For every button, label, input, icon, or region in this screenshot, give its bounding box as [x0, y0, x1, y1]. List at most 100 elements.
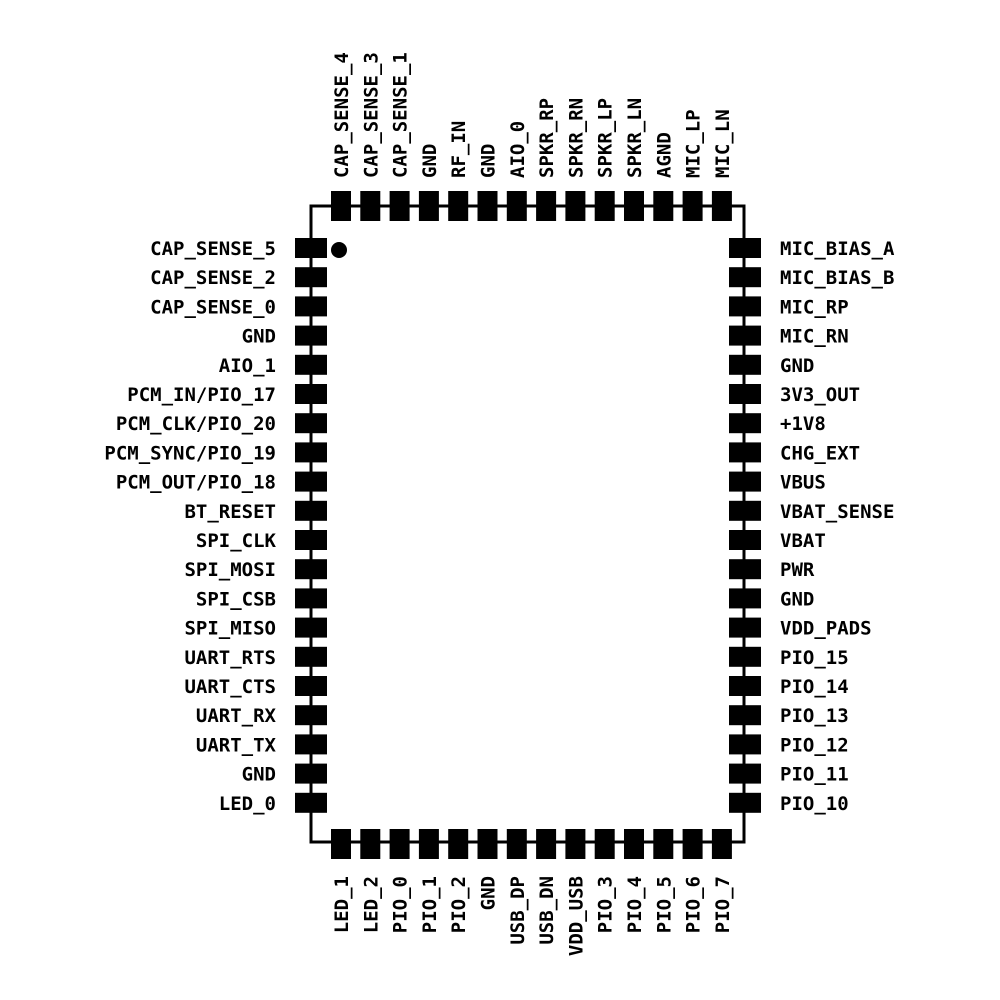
right-pin-label-9: VBUS [780, 472, 826, 494]
right-pin-label-10: VBAT_SENSE [780, 501, 894, 523]
right-pad-12 [729, 559, 761, 580]
right-pad-17 [729, 705, 761, 726]
top-pin-label-8: SPKR_RP [536, 98, 558, 178]
right-pin-label-12: PWR [780, 559, 815, 581]
right-pad-10 [729, 500, 761, 521]
right-pin-label-8: CHG_EXT [780, 442, 860, 464]
right-pad-15 [729, 646, 761, 667]
right-pin-label-19: PIO_11 [780, 764, 849, 786]
left-pad-14 [295, 617, 327, 638]
top-pad-1 [331, 191, 351, 221]
bottom-pad-12 [653, 829, 674, 859]
left-pin-label-19: GND [242, 764, 276, 786]
bottom-pad-2 [360, 829, 381, 859]
left-pad-8 [295, 442, 327, 463]
right-pin-label-14: VDD_PADS [780, 618, 872, 640]
right-pin-label-6: 3V3_OUT [780, 384, 860, 406]
left-pin-label-4: GND [242, 326, 276, 348]
right-pin-label-4: MIC_RN [780, 326, 849, 348]
bottom-pad-7 [506, 829, 527, 859]
right-pad-7 [729, 413, 761, 434]
top-pad-5 [448, 191, 469, 221]
bottom-pad-5 [448, 829, 469, 859]
right-pad-13 [729, 588, 761, 609]
right-pad-20 [729, 792, 761, 813]
left-pin-label-13: SPI_CSB [196, 588, 276, 610]
right-pad-9 [729, 471, 761, 492]
left-pin-label-14: SPI_MISO [184, 618, 276, 640]
left-pin-label-17: UART_RX [196, 705, 277, 727]
right-pin-column: MIC_BIAS_AMIC_BIAS_BMIC_RPMIC_RNGND3V3_O… [729, 238, 895, 815]
bottom-pin-label-14: PIO_7 [712, 876, 734, 933]
left-pad-9 [295, 471, 327, 492]
left-pad-18 [295, 734, 327, 755]
bottom-pin-label-8: USB_DN [536, 876, 558, 945]
bottom-pin-label-1: LED_1 [331, 876, 353, 933]
top-pin-label-6: GND [478, 144, 500, 178]
right-pad-11 [729, 530, 761, 550]
left-pad-6 [295, 384, 327, 404]
bottom-pin-label-6: GND [478, 876, 500, 910]
bottom-pad-8 [536, 829, 557, 859]
top-pad-10 [594, 191, 615, 221]
left-pad-13 [295, 588, 327, 609]
bottom-pin-label-5: PIO_2 [448, 876, 470, 933]
top-pin-label-9: SPKR_RN [565, 98, 587, 178]
top-pin-label-10: SPKR_LP [595, 98, 617, 178]
bottom-pad-6 [477, 829, 498, 859]
left-pin-label-6: PCM_IN/PIO_17 [127, 384, 276, 406]
bottom-pin-label-7: USB_DP [507, 876, 529, 945]
left-pin-label-3: CAP_SENSE_0 [150, 296, 276, 318]
right-pin-label-7: +1V8 [780, 413, 826, 435]
bottom-pin-label-12: PIO_5 [653, 876, 675, 933]
right-pad-6 [729, 384, 761, 404]
right-pad-18 [729, 734, 761, 755]
left-pad-7 [295, 413, 327, 434]
right-pad-3 [729, 296, 761, 317]
bottom-pad-13 [682, 829, 703, 859]
top-pad-12 [653, 191, 674, 221]
left-pad-10 [295, 500, 327, 521]
bottom-pad-14 [711, 829, 732, 859]
right-pin-label-13: GND [780, 588, 814, 610]
left-pad-19 [295, 763, 327, 784]
bottom-pin-label-11: PIO_4 [624, 876, 646, 933]
left-pin-label-12: SPI_MOSI [184, 559, 276, 581]
pin-1-marker [331, 242, 347, 258]
bottom-pin-label-9: VDD_USB [565, 876, 587, 956]
right-pad-4 [729, 325, 761, 346]
top-pad-4 [418, 191, 439, 221]
right-pad-19 [729, 763, 761, 784]
bottom-pad-3 [389, 829, 410, 859]
left-pin-label-7: PCM_CLK/PIO_20 [116, 413, 276, 435]
top-pad-11 [624, 191, 644, 221]
bottom-pad-4 [418, 829, 439, 859]
right-pad-2 [729, 267, 761, 288]
bottom-pin-label-13: PIO_6 [683, 876, 705, 933]
top-pad-14 [711, 191, 732, 221]
left-pad-2 [295, 267, 327, 288]
top-pad-13 [682, 191, 703, 221]
top-pin-label-12: AGND [653, 132, 675, 178]
left-pin-column: CAP_SENSE_5CAP_SENSE_2CAP_SENSE_0GNDAIO_… [104, 238, 327, 815]
right-pin-label-18: PIO_12 [780, 734, 849, 756]
bottom-pad-10 [594, 829, 615, 859]
bottom-pad-11 [624, 829, 644, 859]
top-pin-label-3: CAP_SENSE_1 [390, 52, 412, 178]
left-pin-label-10: BT_RESET [184, 501, 276, 523]
right-pin-label-3: MIC_RP [780, 296, 849, 318]
right-pin-label-5: GND [780, 355, 814, 377]
right-pad-5 [729, 354, 761, 375]
left-pad-12 [295, 559, 327, 580]
left-pin-label-5: AIO_1 [219, 355, 276, 377]
left-pin-label-8: PCM_SYNC/PIO_19 [104, 442, 276, 464]
right-pin-label-1: MIC_BIAS_A [780, 238, 895, 260]
left-pin-label-1: CAP_SENSE_5 [150, 238, 276, 260]
bottom-pin-label-3: PIO_0 [390, 876, 412, 933]
top-pad-6 [477, 191, 498, 221]
left-pin-label-20: LED_0 [219, 793, 276, 815]
right-pin-label-17: PIO_13 [780, 705, 849, 727]
right-pad-14 [729, 617, 761, 638]
